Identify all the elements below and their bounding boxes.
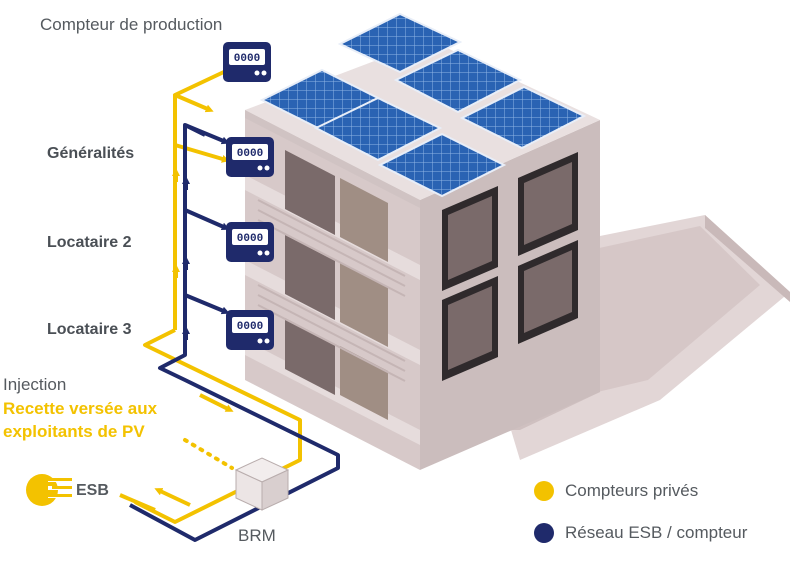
solar-panels [259,12,587,198]
legend-label-esb-network: Réseau ESB / compteur [565,523,748,542]
injection-dotted-line [183,438,234,470]
production-meter-label: Compteur de production [40,15,223,34]
brm-box [234,457,290,511]
injection-label: Injection [3,375,67,394]
legend-label-private-meters: Compteurs privés [565,481,699,500]
meter-generalites: 0000 [226,137,274,177]
building-right-face [420,120,600,470]
esb-label: ESB [76,482,109,499]
recette-label-line2: exploitants de PV [3,422,145,441]
meter-generalites-display: 0000 [237,148,263,160]
building-left-face [245,110,420,470]
meter-locataire3-display: 0000 [237,321,263,333]
recette-label-line1: Recette versée aux [3,399,158,418]
locataire2-label: Locataire 2 [47,234,132,251]
navy-wiring [129,123,340,542]
meter-production-display: 0000 [234,53,260,65]
esb-logo-icon [26,474,74,506]
generalites-label: Généralités [47,145,135,162]
brm-label: BRM [238,526,276,545]
locataire3-label: Locataire 3 [47,321,132,338]
meter-locataire2-display: 0000 [237,233,263,245]
meter-locataire2: 0000 [226,222,274,262]
legend-swatch-esb-network [534,523,554,543]
meter-production: 0000 [223,42,271,82]
meter-locataire3: 0000 [226,310,274,350]
legend-swatch-private-meters [534,481,554,501]
yellow-wiring [119,60,302,524]
